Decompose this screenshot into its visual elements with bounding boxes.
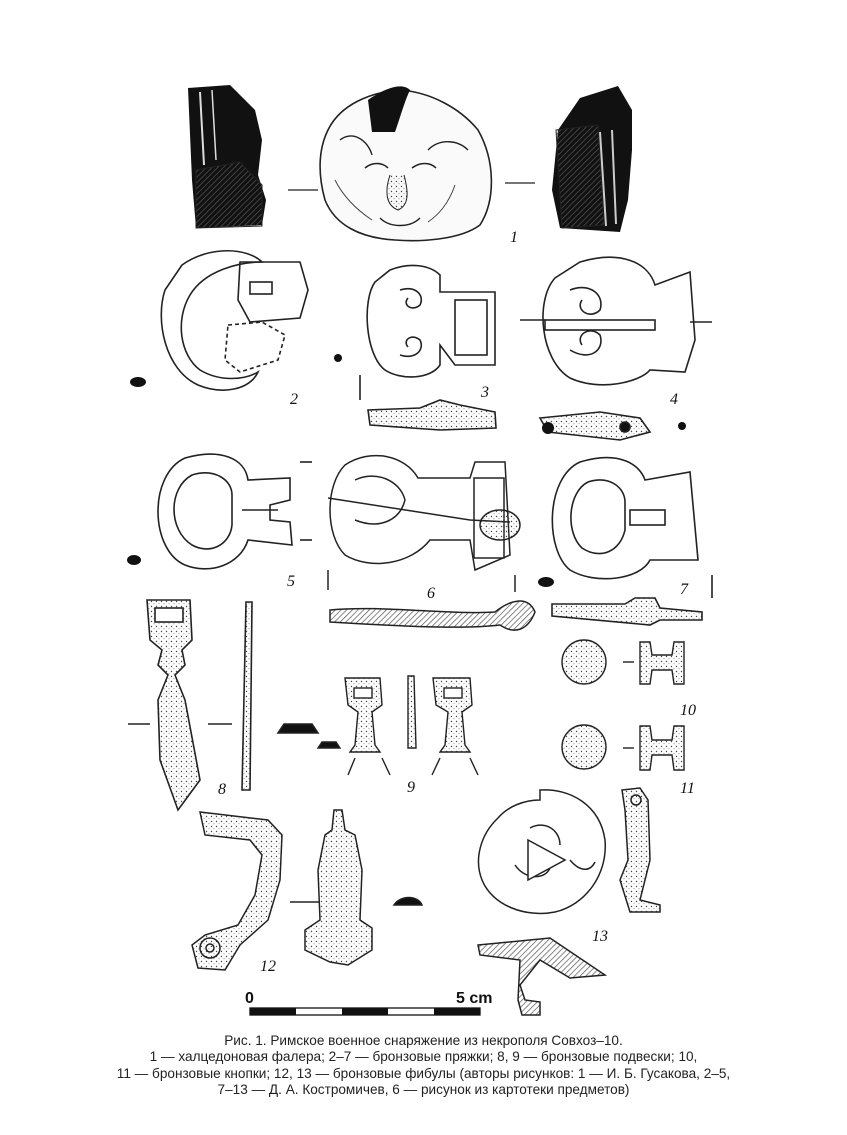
figure-number-9: 9 (407, 779, 415, 796)
figure-number-10: 10 (680, 702, 696, 719)
caption-line-3: 11 — бронзовые кнопки; 12, 13 — бронзовы… (116, 1065, 731, 1081)
item-7-buckle: 7 (538, 456, 713, 626)
item-5-buckle: 5 (127, 453, 312, 590)
scale-start-label: 0 (245, 990, 254, 1007)
caption-line-2: 1 — халцедоновая фалера; 2–7 — бронзовые… (149, 1049, 698, 1065)
item-11-button: 11 (561, 724, 695, 797)
item-12-fibula: 12 (191, 809, 424, 975)
figure-number-12: 12 (260, 958, 276, 975)
figure-number-3: 3 (480, 384, 489, 401)
scale-end-label: 5 cm (456, 990, 492, 1007)
figure-number-4: 4 (670, 391, 678, 408)
item-6-buckle: 6 (327, 454, 536, 631)
figure-number-2: 2 (290, 391, 298, 408)
figure-number-6: 6 (427, 585, 435, 602)
figure-number-1: 1 (510, 229, 518, 246)
item-4-buckle: 4 (520, 256, 712, 441)
phalera-side-left (188, 85, 266, 229)
figure-number-7: 7 (680, 581, 689, 598)
item-1-phalera: 1 (188, 85, 632, 246)
figure-number-8: 8 (218, 781, 226, 798)
item-3-buckle: 3 (334, 264, 497, 431)
item-9-pendant: 9 (316, 675, 479, 796)
figure-caption: Рис. 1. Римское военное снаряжение из не… (60, 1033, 787, 1099)
figure-number-11: 11 (680, 780, 695, 797)
scale-bar: 0 5 cm (245, 990, 492, 1016)
figure-number-13: 13 (592, 928, 608, 945)
figure-number-5: 5 (287, 573, 295, 590)
caption-line-4: 7–13 — Д. А. Костромичев, 6 — рисунок из… (217, 1082, 630, 1098)
phalera-front-face (319, 86, 493, 242)
item-8-pendant: 8 (128, 599, 320, 812)
caption-line-1: Рис. 1. Римское военное снаряжение из не… (224, 1033, 623, 1048)
item-13-fibula: 13 (477, 787, 661, 1016)
phalera-side-right (552, 86, 632, 232)
item-2-buckle: 2 (130, 249, 309, 408)
item-10-button: 10 (561, 639, 696, 719)
